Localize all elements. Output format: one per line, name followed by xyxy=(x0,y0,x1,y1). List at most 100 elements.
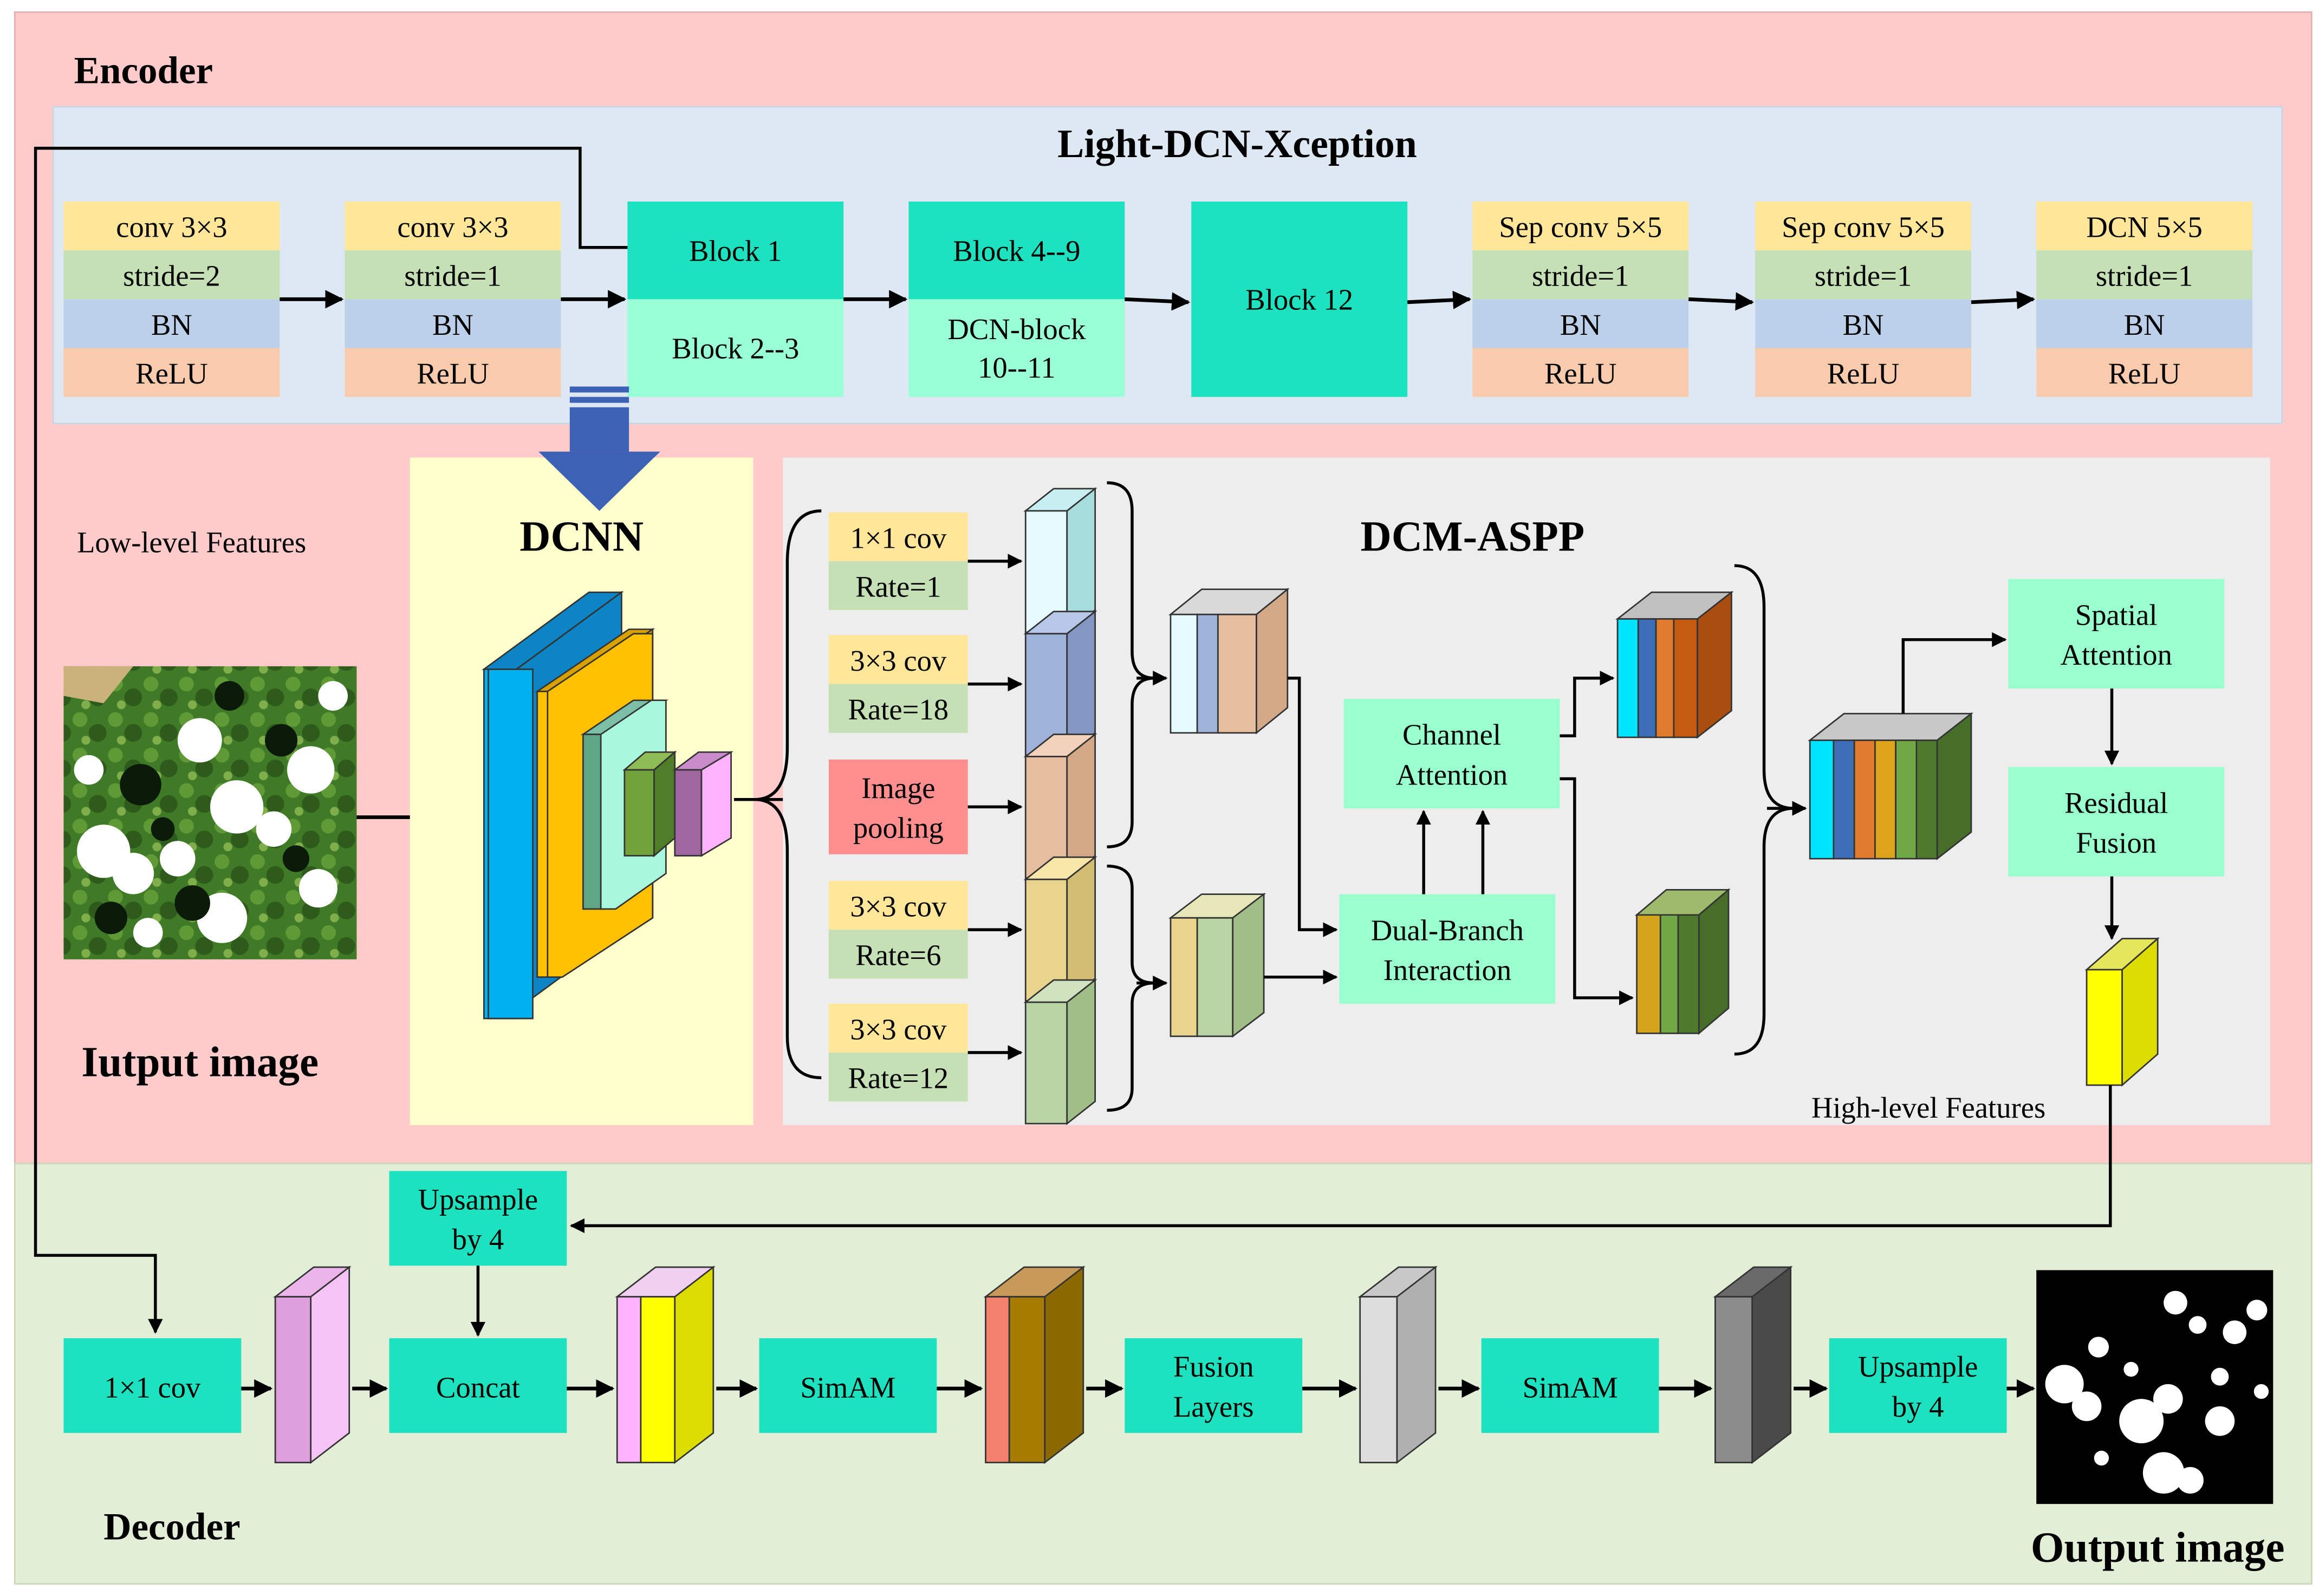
pooling-label-1: Image xyxy=(861,771,935,805)
xception-stack-2: conv 3×3 stride=1 BN ReLU xyxy=(345,202,561,397)
aspp-branch-2: 3×3 cov Rate=18 xyxy=(828,635,968,733)
stack5-relu: ReLU xyxy=(2108,357,2181,390)
xception-stack-4: Sep conv 5×5 stride=1 BN ReLU xyxy=(1755,202,1971,397)
branch5-rate: Rate=12 xyxy=(848,1061,949,1094)
stack5-bn: BN xyxy=(2124,308,2165,341)
decoder-slab-concat xyxy=(615,1266,716,1464)
spatial-attention-box xyxy=(2008,579,2225,689)
upsample-label-1: Upsample xyxy=(1858,1350,1978,1383)
dcnn-layer-stack xyxy=(482,591,733,1020)
low-level-features-label: Low-level Features xyxy=(77,525,306,559)
branch-arrows xyxy=(967,554,1023,1060)
input-image xyxy=(63,666,357,959)
dual-branch-box xyxy=(1339,894,1556,1004)
stack3-relu: ReLU xyxy=(1544,357,1617,390)
spatial-attention-label-1: Spatial xyxy=(2075,598,2158,631)
block4-9-box xyxy=(908,202,1125,300)
stack5-stride: stride=1 xyxy=(2096,259,2193,293)
upsample-label-2: by 4 xyxy=(1892,1390,1944,1423)
block2-3-label: Block 2--3 xyxy=(672,332,799,365)
feature-slab-1 xyxy=(1023,487,1097,634)
concat-box xyxy=(389,1338,567,1433)
high-level-to-upsample-line xyxy=(569,1085,2112,1234)
residual-fusion-box xyxy=(2008,767,2225,877)
aspp-image-pooling: Image pooling xyxy=(828,759,968,854)
aspp-branch-1: 1×1 cov Rate=1 xyxy=(828,512,968,611)
simam2-box xyxy=(1481,1338,1659,1433)
dual-branch-label-2: Interaction xyxy=(1383,953,1512,987)
stack4-bn: BN xyxy=(1843,308,1884,341)
feature-slab-3 xyxy=(1023,732,1097,880)
lower-concat-block xyxy=(1168,892,1266,1038)
stack2-relu: ReLU xyxy=(417,357,489,390)
decoder-slab-gray-dark xyxy=(1713,1266,1793,1464)
feature-slab-5 xyxy=(1023,978,1097,1125)
residual-fusion-label-1: Residual xyxy=(2064,786,2168,819)
xception-stack-3: Sep conv 5×5 stride=1 BN ReLU xyxy=(1472,202,1689,397)
stack4-stride: stride=1 xyxy=(1815,259,1912,293)
simam1-box xyxy=(759,1338,937,1433)
branch4-op: 3×3 cov xyxy=(850,890,947,923)
stack1-conv: conv 3×3 xyxy=(116,211,227,244)
fusion-layers-label-2: Layers xyxy=(1173,1390,1254,1423)
output-image-caption: Output image xyxy=(2031,1524,2285,1572)
aspp-title: DCM-ASPP xyxy=(1360,513,1584,561)
pooling-label-2: pooling xyxy=(853,812,944,845)
dual-branch-label-1: Dual-Branch xyxy=(1371,913,1524,946)
simam2-label: SimAM xyxy=(1523,1371,1618,1404)
channel-output-block xyxy=(1615,591,1734,739)
upsample-box xyxy=(1829,1338,2007,1433)
encoder-title: Encoder xyxy=(74,49,213,92)
stack2-stride: stride=1 xyxy=(404,259,501,293)
upper-concat-block xyxy=(1168,587,1290,735)
channel-attention-label-1: Channel xyxy=(1402,718,1501,751)
branch1-rate: Rate=1 xyxy=(855,570,941,603)
simam1-label: SimAM xyxy=(800,1371,895,1404)
feature-slab-2 xyxy=(1023,609,1097,757)
upsample-top-label-2: by 4 xyxy=(452,1223,504,1256)
block1-label: Block 1 xyxy=(689,234,782,267)
stack4-relu: ReLU xyxy=(1827,357,1900,390)
dual-output-block xyxy=(1634,888,1731,1035)
concat-label: Concat xyxy=(436,1371,520,1404)
big-down-arrow-tip xyxy=(538,451,660,511)
branch5-op: 3×3 cov xyxy=(850,1013,947,1046)
conv1x1-label: 1×1 cov xyxy=(104,1371,201,1404)
branch4-rate: Rate=6 xyxy=(855,939,941,972)
low-level-skip-line xyxy=(34,146,628,1334)
high-level-feature-slab xyxy=(2084,937,2160,1087)
output-image xyxy=(2036,1270,2273,1504)
aspp-branch-4: 3×3 cov Rate=6 xyxy=(828,880,968,979)
branch1-op: 1×1 cov xyxy=(850,521,947,554)
block4-9-label: Block 4--9 xyxy=(953,234,1080,267)
fused-feature-block xyxy=(1808,712,1973,860)
xception-stack-1: conv 3×3 stride=2 BN ReLU xyxy=(63,202,280,397)
stack5-conv: DCN 5×5 xyxy=(2086,211,2202,244)
stack3-conv: Sep conv 5×5 xyxy=(1499,211,1662,244)
upsample-top-box xyxy=(389,1171,567,1266)
xception-title: Light-DCN-Xception xyxy=(1057,121,1417,166)
stack1-stride: stride=2 xyxy=(123,259,220,293)
xception-arrows xyxy=(280,290,2036,311)
xception-stack-5: DCN 5×5 stride=1 BN ReLU xyxy=(2036,202,2253,397)
residual-fusion-label-2: Fusion xyxy=(2076,826,2156,859)
aspp-branch-5: 3×3 cov Rate=12 xyxy=(828,1003,968,1102)
block12-label: Block 12 xyxy=(1245,283,1353,316)
dcn-block-box xyxy=(908,299,1125,397)
high-level-features-label: High-level Features xyxy=(1811,1091,2045,1124)
input-image-caption: Iutput image xyxy=(81,1039,319,1086)
stack2-bn: BN xyxy=(432,308,473,341)
channel-attention-label-2: Attention xyxy=(1396,758,1508,791)
stack3-stride: stride=1 xyxy=(1532,259,1629,293)
fusion-layers-box xyxy=(1125,1338,1303,1433)
dcn-block-label-2: 10--11 xyxy=(978,351,1056,384)
aspp-left-brace xyxy=(755,509,822,1080)
block12-box xyxy=(1191,202,1408,397)
stack4-conv: Sep conv 5×5 xyxy=(1782,211,1945,244)
decoder-slab-brown xyxy=(983,1266,1086,1464)
channel-to-upper-output xyxy=(1560,671,1615,737)
channel-attention-box xyxy=(1343,698,1560,809)
feature-slab-4 xyxy=(1023,855,1097,1003)
